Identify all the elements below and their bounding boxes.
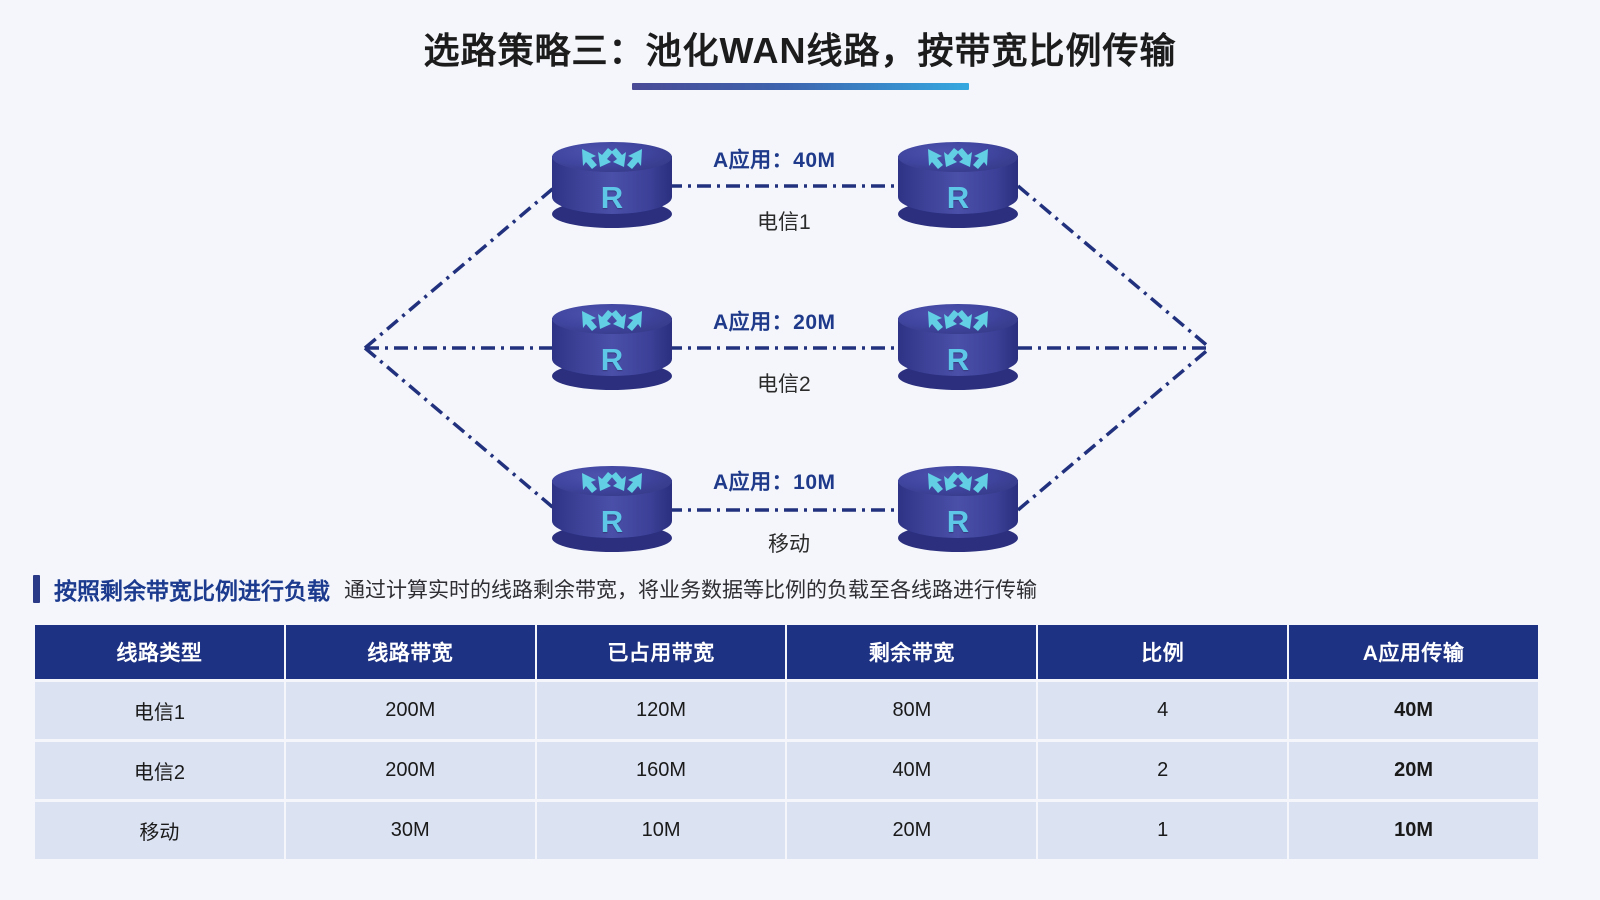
router-top: [898, 466, 1018, 496]
router-letter: R: [600, 504, 624, 539]
router-letter: R: [600, 180, 624, 215]
line-name-2: 电信2: [757, 373, 811, 396]
bandwidth-table: 线路类型 线路带宽 已占用带宽 剩余带宽 比例 A应用传输 电信1 200M 1…: [33, 622, 1540, 862]
router-letter: R: [946, 504, 970, 539]
router-right-2[interactable]: R: [898, 304, 1018, 390]
table-cell-highlight: 10M: [1289, 802, 1538, 859]
router-arrows-icon: [926, 145, 990, 175]
link-label-2: A应用：20M: [713, 311, 836, 334]
router-top: [552, 142, 672, 172]
table-cell: 电信2: [35, 742, 284, 799]
router-letter: R: [946, 180, 970, 215]
caption-heading: 按照剩余带宽比例进行负载: [54, 578, 330, 604]
table-header-cell: 剩余带宽: [787, 625, 1037, 679]
table-header-cell: 已占用带宽: [536, 625, 786, 679]
link-label-1: A应用：40M: [713, 149, 836, 172]
router-right-1[interactable]: R: [898, 142, 1018, 228]
line-name-3: 移动: [768, 533, 810, 556]
table-cell: 200M: [285, 682, 535, 739]
network-diagram: R R A应用：40M 电信1: [0, 120, 1600, 560]
table-row: 电信2 200M 160M 40M 2 20M: [35, 742, 1538, 799]
table-cell: 1: [1038, 802, 1288, 859]
router-top: [552, 304, 672, 334]
table-cell: 160M: [536, 742, 786, 799]
table-cell: 电信1: [35, 682, 284, 739]
table-header-cell: 线路类型: [35, 625, 284, 679]
table-cell: 30M: [285, 802, 535, 859]
link-label-3: A应用：10M: [713, 471, 836, 494]
table-row: 电信1 200M 120M 80M 4 40M: [35, 682, 1538, 739]
router-left-1[interactable]: R: [552, 142, 672, 228]
router-arrows-icon: [926, 307, 990, 337]
router-top: [898, 304, 1018, 334]
table-cell: 移动: [35, 802, 284, 859]
router-arrows-icon: [580, 307, 644, 337]
router-arrows-icon: [580, 145, 644, 175]
caption-description: 通过计算实时的线路剩余带宽，将业务数据等比例的负载至各线路进行传输: [344, 579, 1037, 602]
table-header-cell: A应用传输: [1289, 625, 1538, 679]
table-header-row: 线路类型 线路带宽 已占用带宽 剩余带宽 比例 A应用传输: [35, 625, 1538, 679]
router-arrows-icon: [580, 469, 644, 499]
table-cell-highlight: 20M: [1289, 742, 1538, 799]
table-cell: 4: [1038, 682, 1288, 739]
caption-row: 按照剩余带宽比例进行负载 通过计算实时的线路剩余带宽，将业务数据等比例的负载至各…: [33, 572, 1037, 606]
router-top: [898, 142, 1018, 172]
router-right-3[interactable]: R: [898, 466, 1018, 552]
table-cell-highlight: 40M: [1289, 682, 1538, 739]
table-cell: 200M: [285, 742, 535, 799]
router-letter: R: [600, 342, 624, 377]
page-title: 选路策略三：池化WAN线路，按带宽比例传输: [423, 30, 1177, 71]
diagram-connectors: [363, 184, 1212, 512]
table-row: 移动 30M 10M 20M 1 10M: [35, 802, 1538, 859]
line-name-1: 电信1: [757, 211, 811, 234]
table-cell: 10M: [536, 802, 786, 859]
title-underline: [631, 83, 969, 90]
table-header-cell: 比例: [1038, 625, 1288, 679]
table-cell: 2: [1038, 742, 1288, 799]
router-top: [552, 466, 672, 496]
table-cell: 80M: [787, 682, 1037, 739]
router-left-2[interactable]: R: [552, 304, 672, 390]
table-cell: 120M: [536, 682, 786, 739]
table-cell: 20M: [787, 802, 1037, 859]
router-arrows-icon: [926, 469, 990, 499]
table-cell: 40M: [787, 742, 1037, 799]
title-block: 选路策略三：池化WAN线路，按带宽比例传输: [0, 28, 1600, 90]
table-header-cell: 线路带宽: [285, 625, 535, 679]
router-left-3[interactable]: R: [552, 466, 672, 552]
caption-accent-bar: [33, 575, 40, 603]
router-letter: R: [946, 342, 970, 377]
